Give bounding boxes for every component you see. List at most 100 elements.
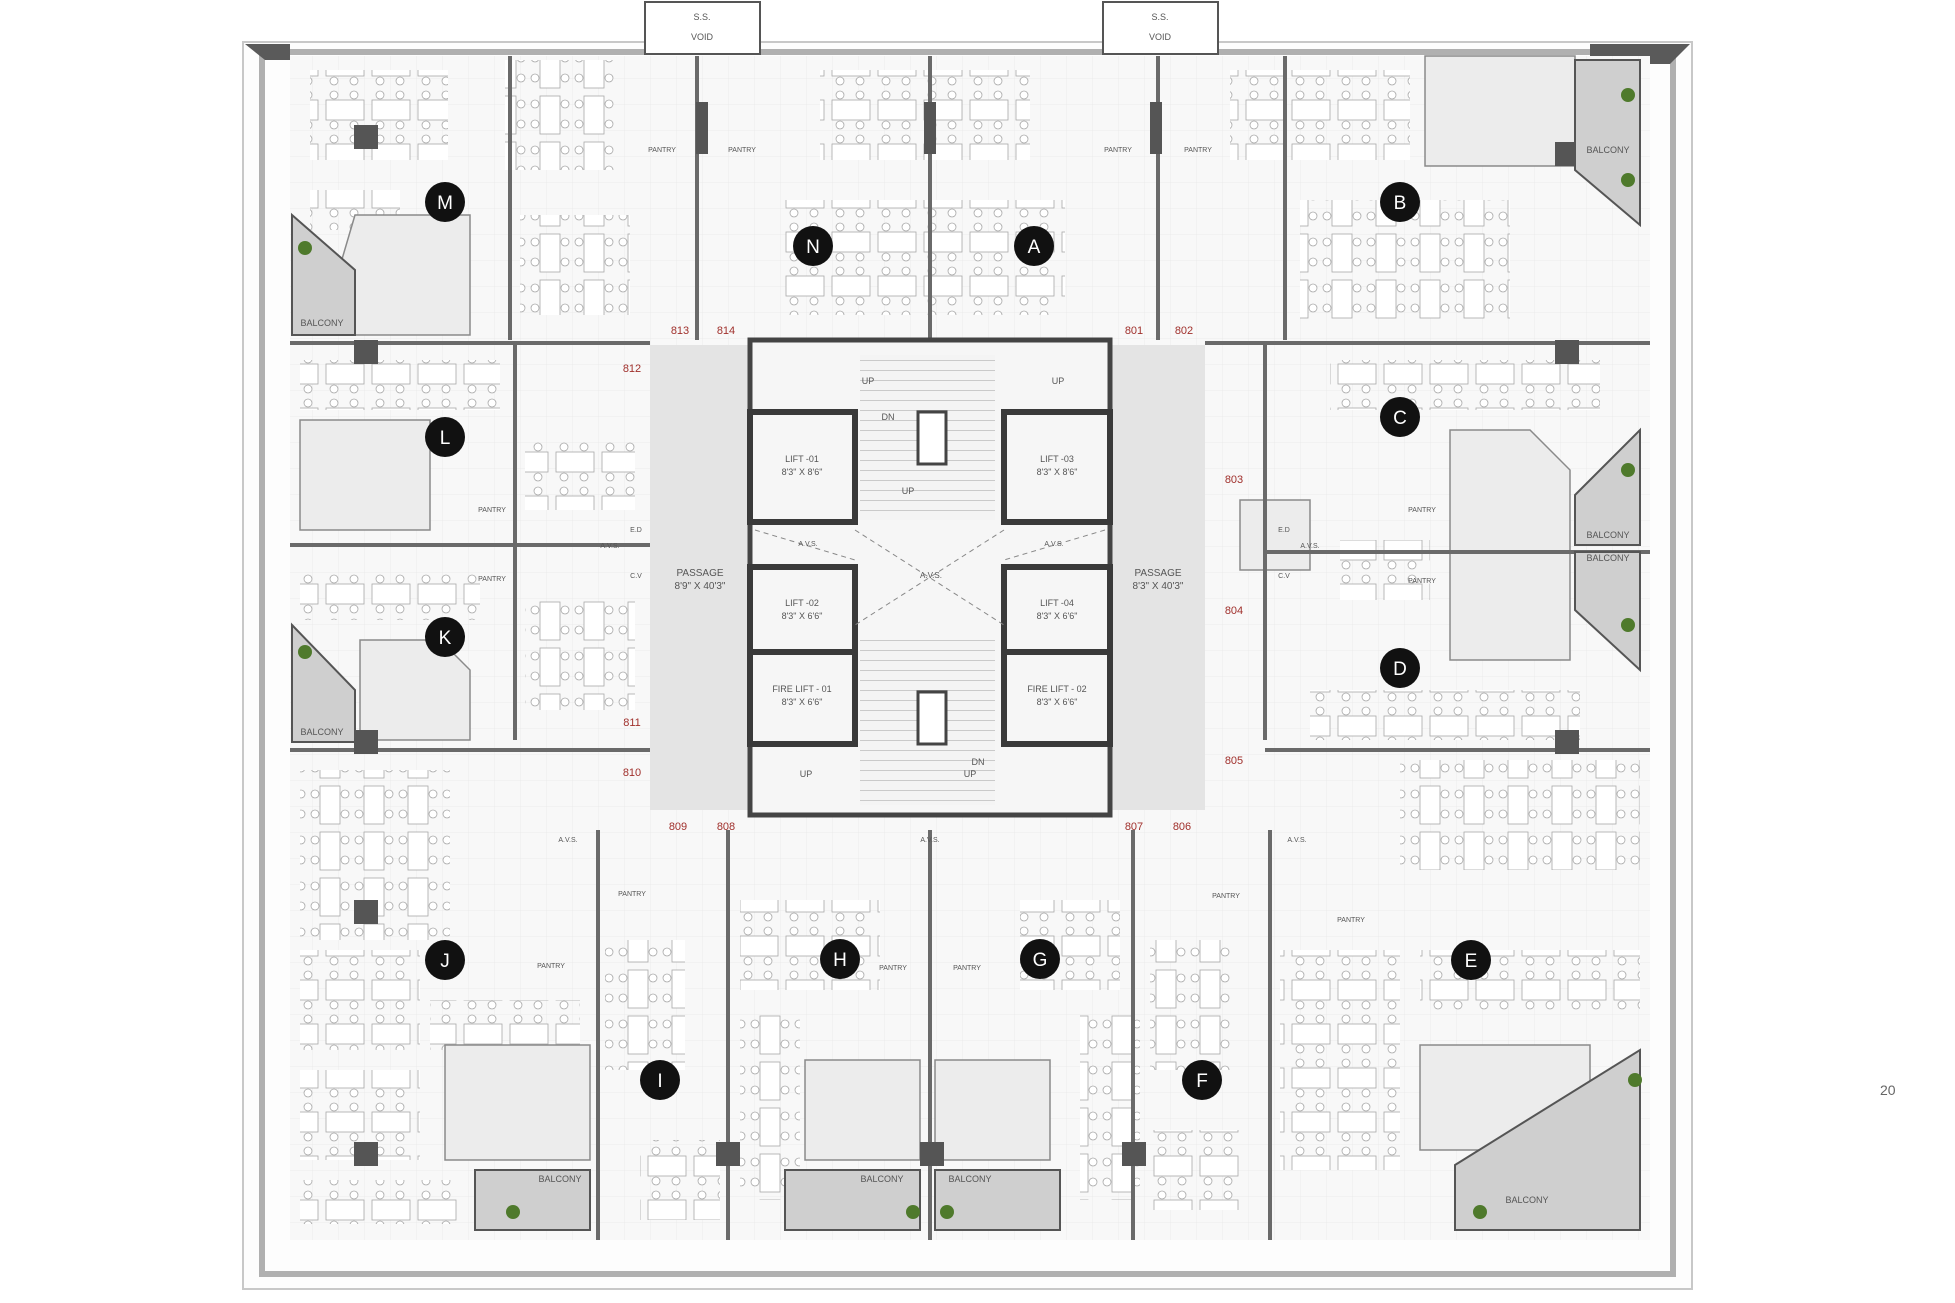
unit-813: 813 (671, 325, 689, 337)
pantry-label: PANTRY (1337, 917, 1365, 924)
marker-l: L (425, 417, 465, 457)
unit-808: 808 (717, 821, 735, 833)
balcony-label: BALCONY (300, 727, 343, 737)
unit-812: 812 (623, 363, 641, 375)
passage-left-size: 8'9" X 40'3" (675, 581, 726, 592)
marker-k: K (425, 617, 465, 657)
unit-805: 805 (1225, 755, 1243, 767)
marker-h: H (820, 939, 860, 979)
avs-label: A.V.S. (600, 543, 619, 550)
pantry-label: PANTRY (1104, 147, 1132, 154)
marker-b: B (1380, 182, 1420, 222)
passage-left-label: PASSAGE (676, 568, 723, 579)
unit-811: 811 (623, 717, 641, 729)
svg-text:N: N (806, 237, 820, 258)
pantry-label: PANTRY (1408, 507, 1436, 514)
pantry-label: PANTRY (648, 147, 676, 154)
unit-numbers: 801 802 803 804 805 806 807 808 809 810 … (623, 325, 1243, 833)
avs-label: A.V.S. (1044, 541, 1063, 548)
avs-label: A.V.S. (920, 837, 939, 844)
svg-text:K: K (439, 628, 452, 649)
passage-right-size: 8'3" X 40'3" (1133, 581, 1184, 592)
marker-e: E (1451, 940, 1491, 980)
stair-up: UP (902, 486, 915, 496)
unit-803: 803 (1225, 474, 1243, 486)
stair-dn: DN (882, 412, 895, 422)
marker-i: I (640, 1060, 680, 1100)
pantry-label: PANTRY (478, 507, 506, 514)
svg-text:F: F (1196, 1071, 1208, 1092)
tenant-markers: A B C D E F G H I J K L M N (425, 182, 1491, 1100)
plants (298, 88, 1642, 1219)
lift-02-size: 8'3" X 6'6" (782, 611, 823, 621)
svg-text:J: J (440, 951, 450, 972)
svg-text:A: A (1028, 237, 1041, 258)
stair-dn: DN (972, 757, 985, 767)
page-number: 20 (1880, 1082, 1896, 1098)
avs-label: A.V.S. (558, 837, 577, 844)
avs-label: A.V.S. (1287, 837, 1306, 844)
pantry-label: PANTRY (953, 965, 981, 972)
marker-n: N (793, 226, 833, 266)
cv-label: C.V (1278, 573, 1290, 580)
pantry-label: PANTRY (618, 891, 646, 898)
text-labels: S.S. VOID S.S. VOID BALCONY BALCONY BALC… (300, 12, 1629, 1205)
lift-04-name: LIFT -04 (1040, 598, 1074, 608)
void-label-ss: S.S. (693, 12, 710, 22)
stair-up: UP (800, 769, 813, 779)
void-label-void: VOID (691, 32, 714, 42)
balcony-label: BALCONY (1586, 145, 1629, 155)
lift-01-name: LIFT -01 (785, 454, 819, 464)
stair-up: UP (862, 376, 875, 386)
svg-text:D: D (1393, 659, 1407, 680)
pantry-label: PANTRY (879, 965, 907, 972)
marker-m: M (425, 182, 465, 222)
unit-814: 814 (717, 325, 735, 337)
pantry-label: PANTRY (1184, 147, 1212, 154)
stair-up: UP (964, 769, 977, 779)
avs-label: A.V.S. (798, 541, 817, 548)
balcony-label: BALCONY (538, 1174, 581, 1184)
unit-809: 809 (669, 821, 687, 833)
marker-g: G (1020, 939, 1060, 979)
corner-cap-left (245, 44, 290, 60)
unit-801: 801 (1125, 325, 1143, 337)
svg-text:I: I (657, 1071, 662, 1092)
svg-text:B: B (1394, 193, 1407, 214)
svg-text:E: E (1465, 951, 1478, 972)
svg-text:L: L (440, 428, 451, 449)
lift-01-size: 8'3" X 8'6" (782, 467, 823, 477)
ed-label: E.D (1278, 527, 1290, 534)
balcony-label: BALCONY (1505, 1195, 1548, 1205)
unit-802: 802 (1175, 325, 1193, 337)
pantry-label: PANTRY (728, 147, 756, 154)
balcony-label: BALCONY (948, 1174, 991, 1184)
passage-right-label: PASSAGE (1134, 568, 1181, 579)
unit-806: 806 (1173, 821, 1191, 833)
unit-807: 807 (1125, 821, 1143, 833)
balcony-label: BALCONY (1586, 553, 1629, 563)
fire-lift-02-name: FIRE LIFT - 02 (1027, 684, 1086, 694)
stair-up: UP (1052, 376, 1065, 386)
avs-label: A.V.S. (920, 571, 942, 580)
pantry-label: PANTRY (1212, 893, 1240, 900)
ed-label: E.D (630, 527, 642, 534)
svg-text:G: G (1033, 950, 1048, 971)
balcony-label: BALCONY (860, 1174, 903, 1184)
pantry-label: PANTRY (1408, 578, 1436, 585)
balcony-label: BALCONY (1586, 530, 1629, 540)
svg-text:C: C (1393, 408, 1407, 429)
central-core (650, 337, 1205, 818)
marker-j: J (425, 940, 465, 980)
fire-lift-02-size: 8'3" X 6'6" (1037, 697, 1078, 707)
lift-02-name: LIFT -02 (785, 598, 819, 608)
void-shafts (644, 1, 1219, 55)
meeting-rooms (299, 55, 1591, 1161)
fire-lift-01-size: 8'3" X 6'6" (782, 697, 823, 707)
lift-03-name: LIFT -03 (1040, 454, 1074, 464)
unit-804: 804 (1225, 605, 1243, 617)
avs-label: A.V.S. (1300, 543, 1319, 550)
marker-d: D (1380, 648, 1420, 688)
pantry-label: PANTRY (478, 576, 506, 583)
